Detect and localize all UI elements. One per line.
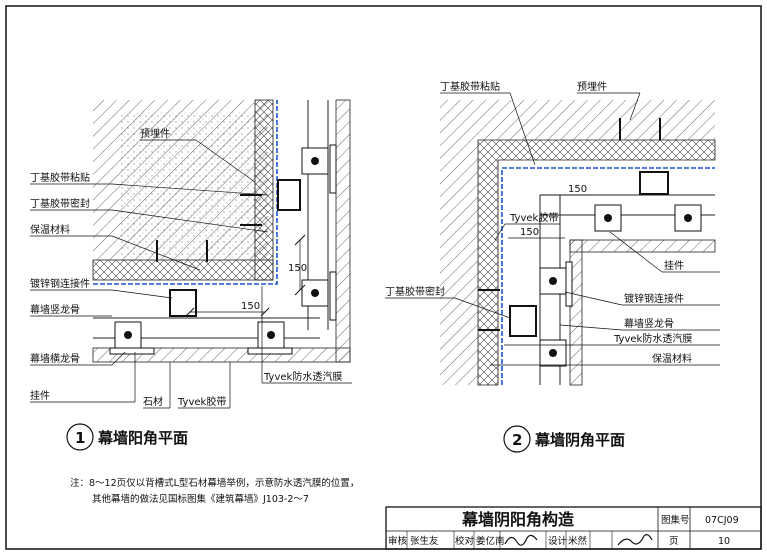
checker-signature — [504, 534, 538, 546]
d1-label-tyvek-membrane: Tyvek防水透汽膜 — [263, 370, 342, 383]
d1-dim-vertical: 150 — [288, 263, 307, 274]
note-line-1: 注：8～12页仅以背槽式L型石材幕墙举例，示意防水透汽膜的位置， — [70, 477, 359, 489]
titleblock-page-label: 页 — [669, 536, 679, 547]
d2-label-connector: 镀锌钢连接件 — [624, 292, 684, 305]
titleblock-design-label: 设计 — [548, 535, 568, 547]
d2-dim-upper: 150 — [568, 184, 587, 195]
titleblock-atlas-label: 图集号 — [661, 514, 690, 526]
titleblock-reviewer: 张生友 — [410, 535, 439, 547]
d1-label-hanger: 挂件 — [30, 389, 50, 402]
sheet-border — [5, 5, 762, 550]
titleblock-designer: 米然 — [568, 535, 588, 547]
d1-label-connector: 镀锌钢连接件 — [30, 277, 90, 290]
titleblock-page-no: 10 — [718, 536, 730, 547]
title-block — [385, 506, 762, 550]
d2-number-circle — [503, 425, 531, 453]
d2-dim-lower: 150 — [520, 227, 539, 238]
designer-signature — [617, 534, 653, 546]
d1-label-tyvek-tape: Tyvek胶带 — [177, 395, 226, 408]
d2-label-butyl-stick: 丁基胶带粘贴 — [440, 80, 500, 93]
d2-label-vertical-keel: 幕墙竖龙骨 — [624, 317, 674, 330]
d2-number: 2 — [512, 431, 522, 449]
d1-label-butyl-stick: 丁基胶带粘贴 — [30, 171, 90, 184]
d1-label-insulation: 保温材料 — [30, 223, 70, 236]
d1-label-vertical-keel: 幕墙竖龙骨 — [30, 303, 80, 316]
d2-title: 幕墙阴角平面 — [534, 431, 625, 449]
d2-label-tyvek-membrane: Tyvek防水透汽膜 — [613, 332, 692, 345]
d1-label-butyl-seal: 丁基胶带密封 — [30, 197, 90, 210]
d2-label-butyl-seal: 丁基胶带密封 — [385, 285, 445, 298]
d2-label-insulation: 保温材料 — [652, 352, 692, 365]
titleblock-check-label: 校对 — [455, 535, 475, 547]
titleblock-title: 幕墙阴阳角构造 — [461, 510, 575, 529]
detail-1-drawing — [30, 99, 352, 409]
d2-label-hanger: 挂件 — [664, 259, 684, 272]
d1-label-horizontal-keel: 幕墙横龙骨 — [30, 352, 80, 365]
d1-label-stone: 石材 — [143, 395, 163, 408]
d1-label-embedded: 预埋件 — [140, 128, 170, 140]
d1-number: 1 — [75, 429, 85, 447]
titleblock-review-label: 审核 — [388, 535, 408, 547]
detail-2-drawing — [385, 92, 720, 386]
d1-dim-horizontal: 150 — [241, 301, 260, 312]
note-line-2: 其他幕墙的做法见国标图集《建筑幕墙》J103-2～7 — [92, 493, 309, 505]
d1-title: 幕墙阳角平面 — [97, 429, 188, 447]
d1-number-circle — [66, 423, 94, 451]
d2-label-embedded: 预埋件 — [577, 81, 607, 93]
d2-label-tyvek-tape: Tyvek胶带 — [509, 211, 558, 224]
titleblock-checker: 姜亿南 — [476, 535, 505, 547]
titleblock-atlas-no: 07CJ09 — [705, 515, 739, 526]
